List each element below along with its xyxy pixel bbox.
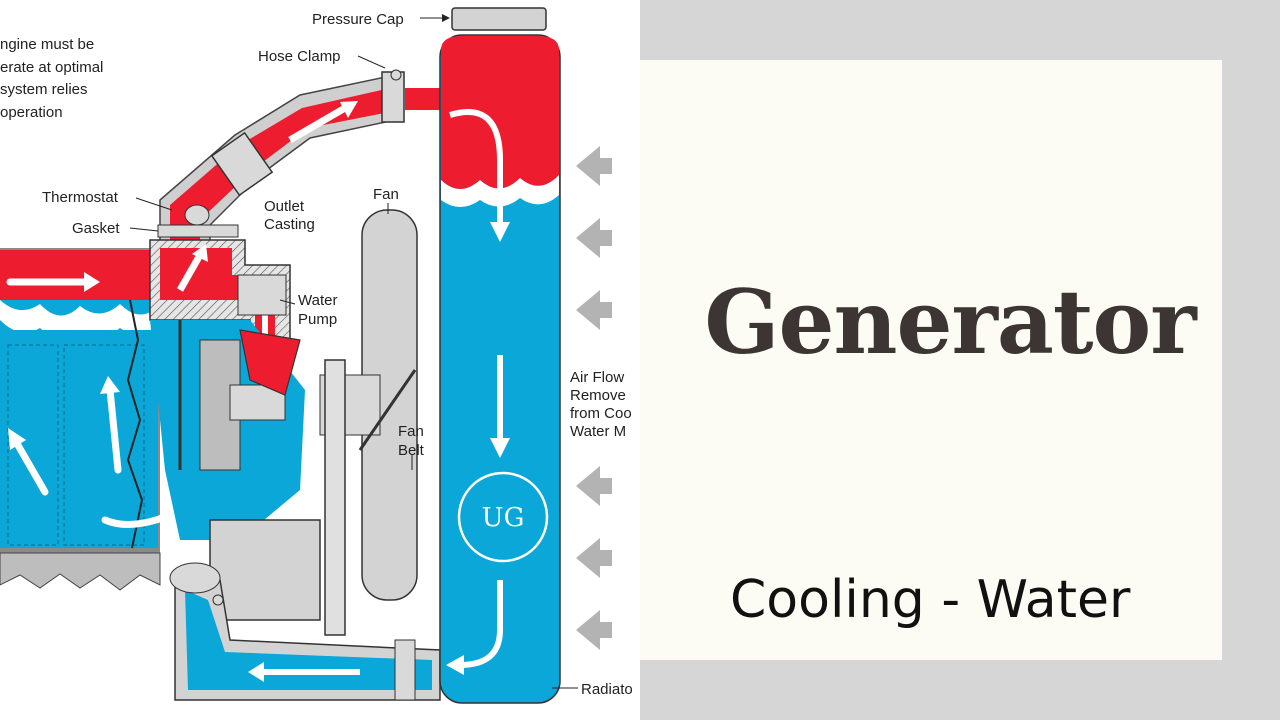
label-fan-belt-2: Belt xyxy=(398,442,425,459)
engine-block xyxy=(0,248,160,590)
card-title: Generator xyxy=(640,270,1222,374)
cooling-system-diagram: ngine must be erate at optimal system re… xyxy=(0,0,640,720)
intro-line-4: operation xyxy=(0,104,63,121)
label-outlet-casting-1: Outlet xyxy=(264,198,305,215)
intro-line-3: system relies xyxy=(0,81,88,98)
label-pressure-cap: Pressure Cap xyxy=(312,11,404,28)
label-water-pump-1: Water xyxy=(298,292,337,309)
label-airflow-4: Water M xyxy=(570,423,626,440)
title-card: Generator Cooling - Water xyxy=(640,60,1222,660)
card-subtitle: Cooling - Water xyxy=(730,570,1130,630)
ug-watermark: UG xyxy=(482,503,525,533)
label-airflow-3: from Coo xyxy=(570,405,632,422)
label-water-pump-2: Pump xyxy=(298,311,337,328)
radiator: UG xyxy=(440,8,560,703)
label-airflow-1: Air Flow xyxy=(570,369,624,386)
label-fan-belt-1: Fan xyxy=(398,423,424,440)
pump-housing xyxy=(150,205,305,540)
intro-line-2: erate at optimal xyxy=(0,59,103,76)
label-fan: Fan xyxy=(373,186,399,203)
label-thermostat: Thermostat xyxy=(42,189,119,206)
intro-line-1: ngine must be xyxy=(0,36,94,53)
label-hose-clamp: Hose Clamp xyxy=(258,48,341,65)
label-radiator: Radiato xyxy=(581,681,633,698)
label-airflow-2: Remove xyxy=(570,387,626,404)
label-outlet-casting-2: Casting xyxy=(264,216,315,233)
title-panel: Generator Cooling - Water xyxy=(640,0,1280,720)
label-gasket: Gasket xyxy=(72,220,120,237)
